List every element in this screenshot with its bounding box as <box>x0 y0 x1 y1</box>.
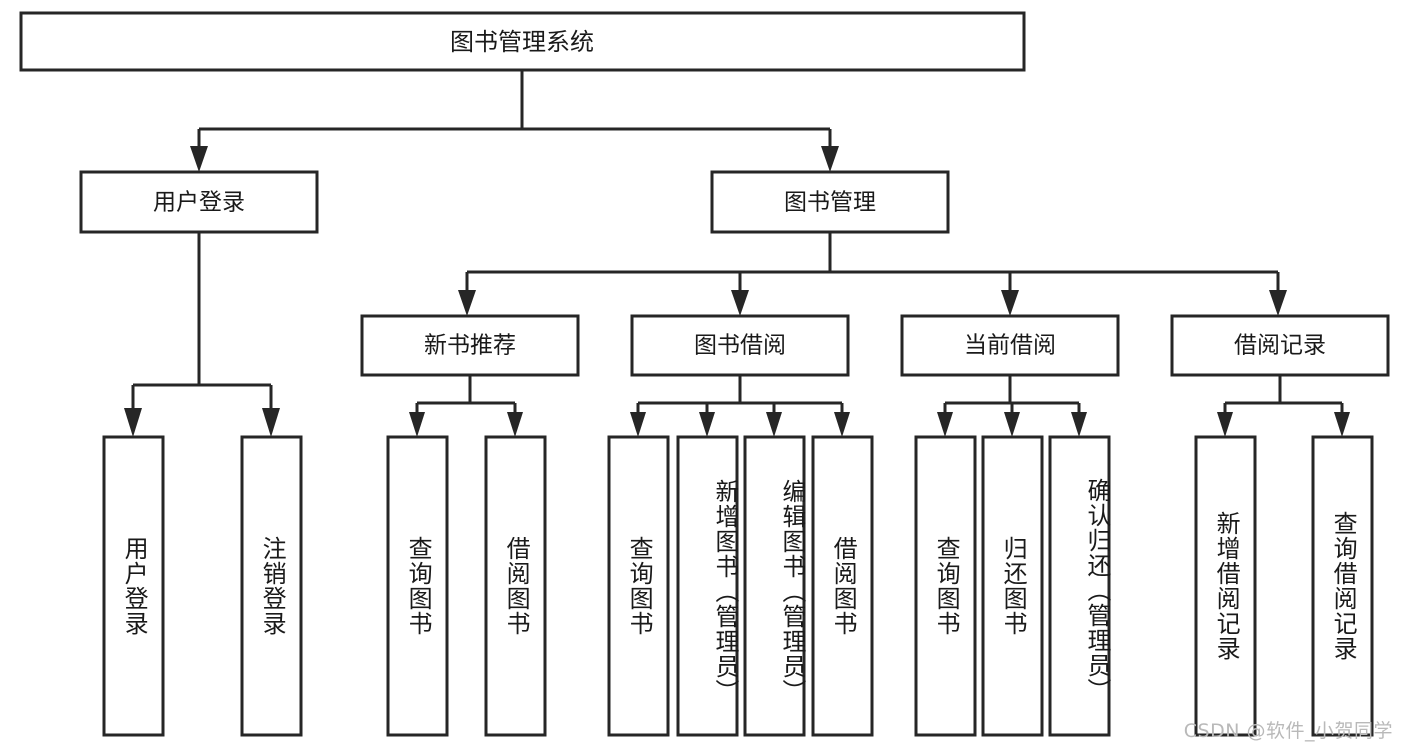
arrow-head-leaf-borrow-book-2 <box>834 412 850 437</box>
arrow-head-leaf-confirm-return <box>1071 412 1087 437</box>
node-current-borrow-label: 当前借阅 <box>964 333 1056 359</box>
arrow-head-leaf-query-book-3 <box>937 412 953 437</box>
arrow-head-leaf-edit-book <box>766 412 782 437</box>
node-book-manage[interactable]: 图书管理 <box>710 170 950 234</box>
node-book-borrow[interactable]: 图书借阅 <box>630 314 850 377</box>
node-borrow-record[interactable]: 借阅记录 <box>1170 314 1390 377</box>
leaf-box-confirm-return[interactable] <box>1048 435 1111 737</box>
node-book-manage-label: 图书管理 <box>784 190 876 216</box>
arrow-head-leaf-add-record <box>1217 412 1233 437</box>
leaf-box-borrow-book-1[interactable] <box>484 435 547 737</box>
node-new-book-rec-box[interactable] <box>360 314 580 377</box>
leaf-box-query-record[interactable] <box>1311 435 1374 737</box>
node-book-borrow-box[interactable] <box>630 314 850 377</box>
arrow-head-leaf-logout-login <box>262 408 280 437</box>
leaf-box-edit-book[interactable] <box>743 435 806 737</box>
arrow-head-leaf-query-book-2 <box>630 412 646 437</box>
arrow-head-currentborrow <box>1001 290 1019 316</box>
node-root-box[interactable] <box>19 11 1026 72</box>
arrow-head-leaf-query-record <box>1334 412 1350 437</box>
node-user-login[interactable]: 用户登录 <box>79 170 319 234</box>
leaf-box-borrow-book-2[interactable] <box>811 435 874 737</box>
arrow-head-leaf-user-login <box>124 408 142 437</box>
node-new-book-rec[interactable]: 新书推荐 <box>360 314 580 377</box>
leaf-box-group <box>102 435 1374 737</box>
csdn-watermark: CSDN @软件_小贺同学 <box>1183 720 1393 742</box>
leaf-box-query-book-2[interactable] <box>607 435 670 737</box>
leaf-box-add-record[interactable] <box>1194 435 1257 737</box>
node-book-manage-box[interactable] <box>710 170 950 234</box>
arrow-head-leaf-return-book <box>1004 412 1020 437</box>
leaf-box-query-book-1[interactable] <box>386 435 449 737</box>
node-current-borrow-box[interactable] <box>900 314 1120 377</box>
leaf-box-query-book-3[interactable] <box>914 435 977 737</box>
arrow-head-bookborrow <box>731 290 749 316</box>
node-root-label: 图书管理系统 <box>450 28 594 56</box>
arrow-head-newbookrec <box>458 290 476 316</box>
arrow-head-borrowrecord <box>1269 290 1287 316</box>
node-new-book-rec-label: 新书推荐 <box>424 333 516 359</box>
arrow-head-leaf-add-book <box>699 412 715 437</box>
leaf-box-user-login[interactable] <box>102 435 165 737</box>
leaf-box-add-book[interactable] <box>676 435 739 737</box>
arrow-head-userlogin <box>190 146 208 172</box>
leaf-box-logout-login[interactable] <box>240 435 303 737</box>
node-root[interactable]: 图书管理系统 <box>19 11 1026 72</box>
leaf-box-return-book[interactable] <box>981 435 1044 737</box>
arrow-head-leaf-borrow-book-1 <box>507 412 523 437</box>
arrow-head-leaf-query-book-1 <box>409 412 425 437</box>
node-user-login-label: 用户登录 <box>153 190 245 216</box>
node-borrow-record-box[interactable] <box>1170 314 1390 377</box>
node-current-borrow[interactable]: 当前借阅 <box>900 314 1120 377</box>
node-borrow-record-label: 借阅记录 <box>1234 333 1326 359</box>
node-book-borrow-label: 图书借阅 <box>694 333 786 359</box>
node-user-login-box[interactable] <box>79 170 319 234</box>
connector-group <box>124 71 1350 437</box>
arrow-head-bookmanage <box>821 146 839 172</box>
